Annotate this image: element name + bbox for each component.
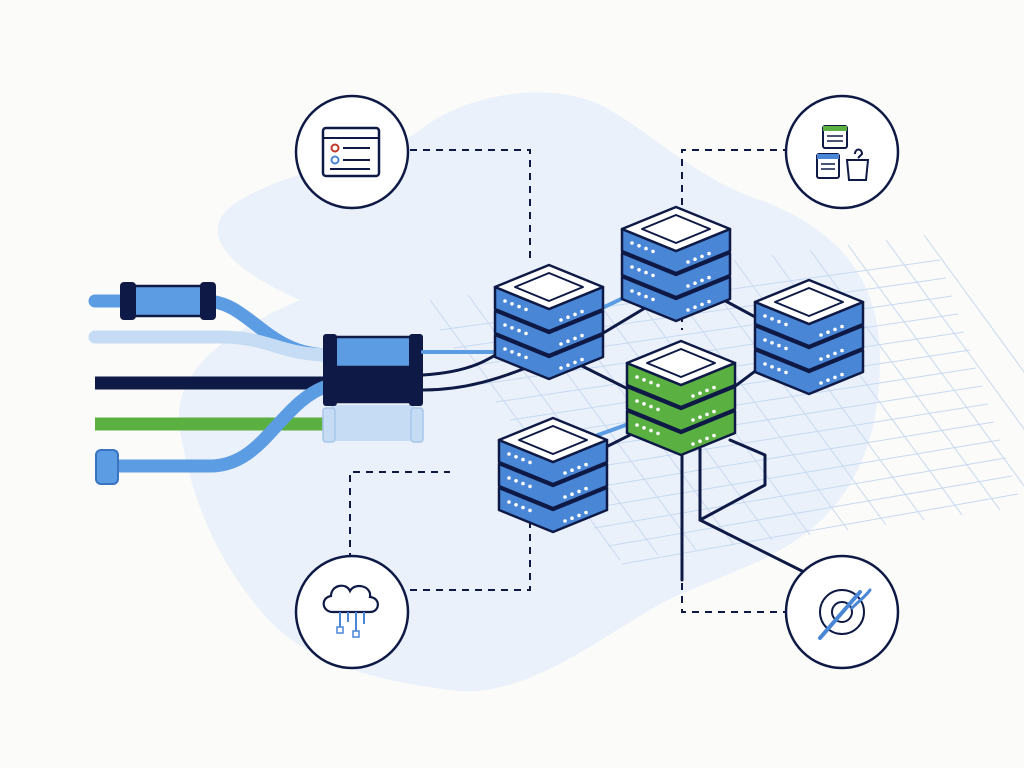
server-bottom-left [497, 416, 609, 534]
documents-icon [784, 94, 900, 210]
server-left [493, 263, 605, 381]
cable-connector-end [95, 449, 119, 485]
network-links [568, 288, 812, 582]
cloud-network-icon [294, 554, 410, 670]
satellite-dish-icon [784, 554, 900, 670]
server-top-center [620, 205, 732, 323]
cable-pale-blue [88, 330, 337, 362]
server-right [753, 278, 865, 396]
cable-connector-top [120, 282, 216, 320]
server-center-green [625, 339, 737, 457]
list-window-icon [294, 94, 410, 210]
cable-bundle [88, 282, 572, 485]
cable-connector-main [322, 334, 424, 443]
cable-blue [103, 378, 337, 473]
background-blob [178, 92, 880, 692]
server-cluster [493, 205, 865, 534]
